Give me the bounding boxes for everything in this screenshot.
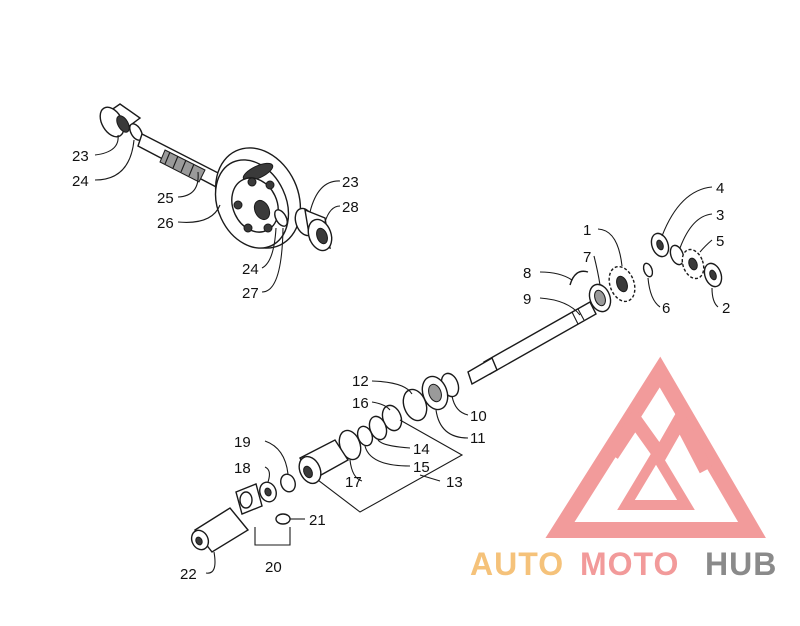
callout-18: 18	[234, 460, 251, 477]
sprocket-5	[681, 248, 705, 280]
washer-2	[703, 262, 723, 288]
callout-1: 1	[583, 222, 591, 239]
bearing-11	[421, 375, 449, 411]
watermark-moto: MOTO	[580, 546, 679, 582]
washer-3	[669, 244, 685, 266]
bearing-12	[402, 388, 428, 422]
shaft-25	[137, 133, 229, 191]
callout-5: 5	[716, 233, 724, 250]
callout-19: 19	[234, 434, 251, 451]
callout-labels: 23 24 25 26 24 27 23 28 1 7 8 9 4 3 5 2 …	[72, 148, 730, 583]
callout-9: 9	[523, 291, 531, 308]
callout-8: 8	[523, 265, 531, 282]
watermark-logo-text: AUTO MOTO HUB	[470, 546, 777, 582]
callout-4: 4	[716, 180, 724, 197]
watermark-logo-mark	[545, 356, 766, 538]
bearing-cap-18	[259, 481, 277, 503]
callout-20: 20	[265, 559, 282, 576]
bearing-23-left	[99, 103, 142, 138]
snap-ring-6	[642, 262, 654, 278]
callout-10: 10	[470, 408, 487, 425]
watermark-hub: HUB	[705, 546, 777, 582]
cap-19	[280, 473, 296, 493]
callout-23-right: 23	[342, 174, 359, 191]
callout-13: 13	[446, 474, 463, 491]
callout-16: 16	[352, 395, 369, 412]
callout-14: 14	[413, 441, 430, 458]
cross-20	[235, 483, 263, 515]
callout-23-left: 23	[72, 148, 89, 165]
callout-22: 22	[180, 566, 197, 583]
callout-11: 11	[470, 430, 486, 447]
snap-ring-27	[274, 209, 288, 227]
callout-26: 26	[157, 215, 174, 232]
callout-17: 17	[345, 474, 362, 491]
sprocket-1	[608, 265, 636, 303]
gear-26	[214, 147, 302, 249]
callout-15: 15	[413, 459, 430, 476]
callout-2: 2	[722, 300, 730, 317]
callout-25: 25	[157, 190, 174, 207]
callout-28: 28	[342, 199, 359, 216]
yoke-13	[298, 439, 349, 485]
callout-3: 3	[716, 207, 724, 224]
watermark-auto: AUTO	[470, 546, 564, 582]
callout-24-left: 24	[72, 173, 89, 190]
yoke-22	[190, 507, 250, 553]
callout-12: 12	[352, 373, 369, 390]
callout-24-right: 24	[242, 261, 259, 278]
callout-21: 21	[309, 512, 326, 529]
seal-28	[304, 208, 333, 252]
bearing-4	[650, 232, 670, 258]
callout-7: 7	[583, 249, 591, 266]
callout-6: 6	[662, 300, 670, 317]
bearing-7	[588, 283, 612, 313]
leader-lines	[94, 134, 719, 574]
clip-8	[569, 270, 589, 286]
shaft-9	[467, 301, 597, 386]
callout-27: 27	[242, 285, 259, 302]
snap-ring-21	[275, 513, 291, 525]
